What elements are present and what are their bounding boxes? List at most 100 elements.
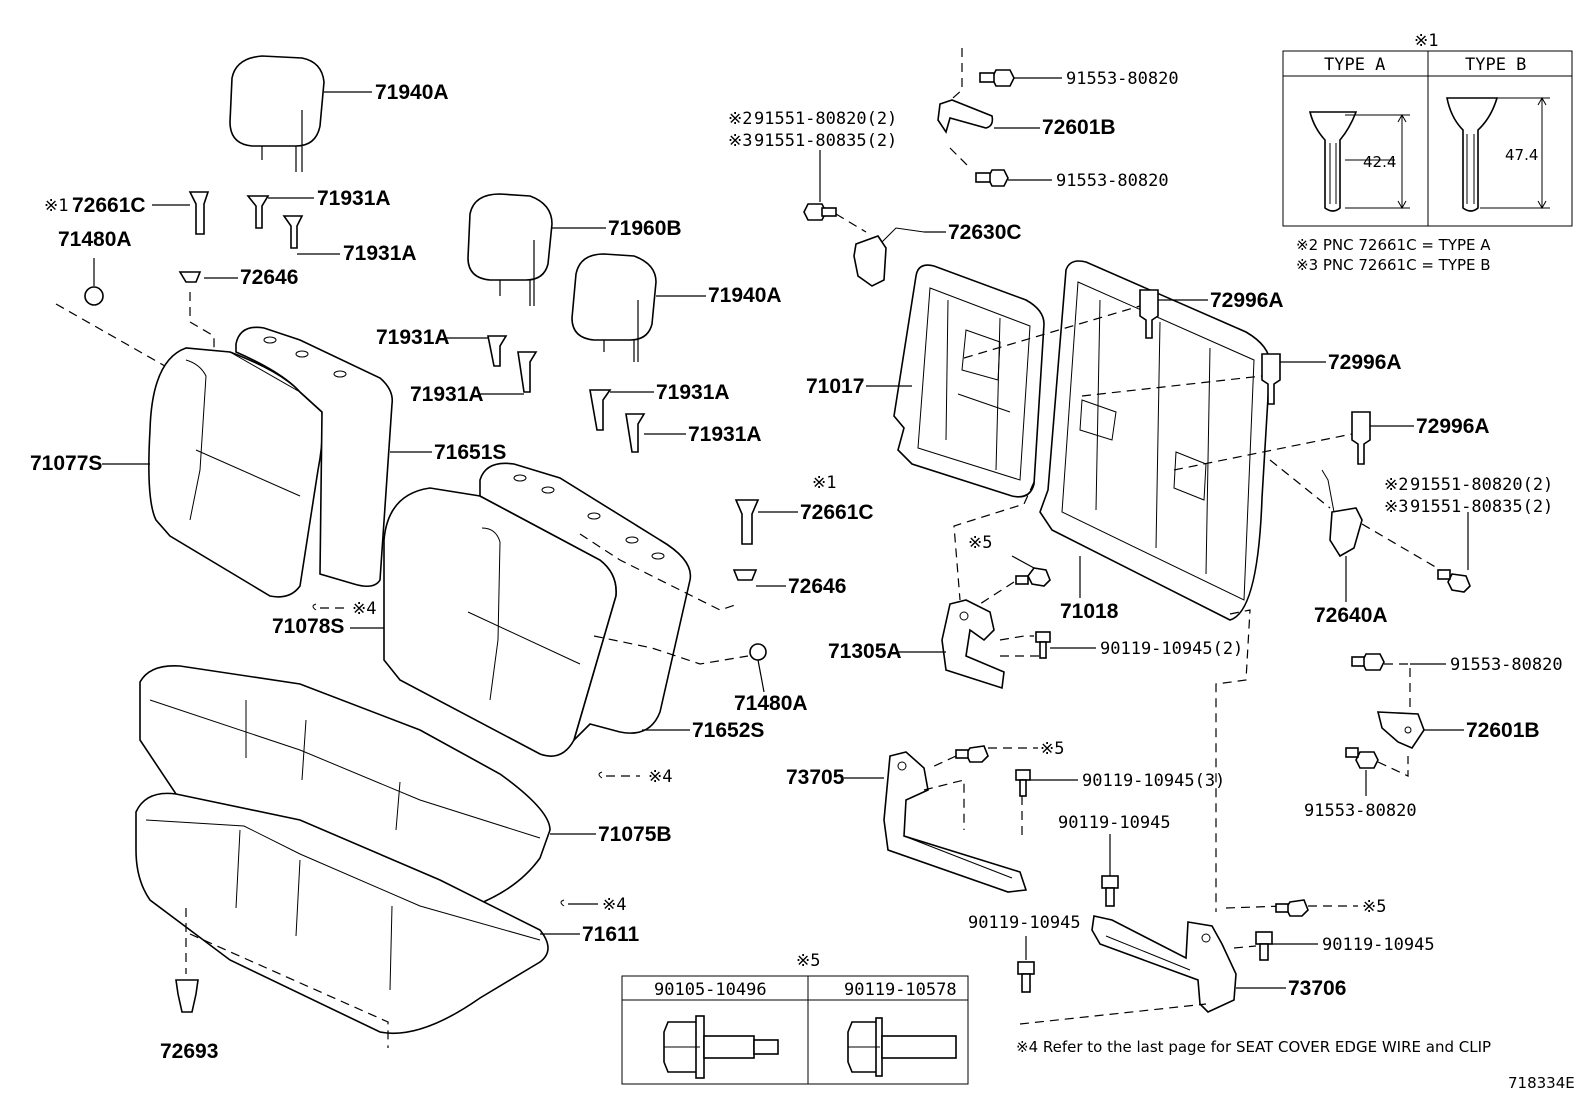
- cap-72646-center: [732, 569, 758, 581]
- latch-72996a-2: [1261, 353, 1281, 405]
- guide-71931a-6: [625, 413, 646, 453]
- label-72996a-3: 72996A: [1416, 415, 1490, 438]
- bolt-90119-a: [1101, 875, 1119, 907]
- label-90119-b: 90119-10945: [968, 913, 1081, 933]
- clip-72661c-left: [188, 191, 210, 235]
- bracket-72601b-top: [937, 99, 994, 134]
- guide-71931a-1: [246, 195, 270, 229]
- mark-1-center: ※1: [812, 473, 836, 493]
- bracket-73706: [1091, 915, 1237, 1013]
- label-91553-2: 91553-80820: [1056, 171, 1169, 191]
- guide-71931a-4: [517, 351, 538, 393]
- seatback-71651s: [235, 326, 394, 588]
- frame-71017: [893, 264, 1045, 498]
- type-a-dimension: 42.4: [1363, 153, 1396, 171]
- label-71078s: 71078S: [272, 615, 344, 638]
- type-table: ※1 TYPE A TYPE B 42.4 47.4: [1282, 31, 1573, 227]
- clip-72661c-center: [734, 499, 760, 545]
- label-72661c-2: 72661C: [800, 501, 874, 524]
- mark-2-b: ※2: [1384, 475, 1408, 495]
- bolt-5-b: [955, 745, 989, 763]
- bolt-91553-top-1: [979, 69, 1015, 87]
- label-71960b: 71960B: [608, 217, 682, 240]
- bolt-5-c: [1275, 899, 1309, 917]
- mark-3-b: ※3: [1384, 497, 1408, 517]
- latch-72996a-1: [1139, 289, 1159, 339]
- note-mark-1: ※1: [1414, 31, 1438, 51]
- bolt-91551-b: [1437, 569, 1471, 593]
- clip-71480a-center: [749, 643, 767, 693]
- label-71940a-1: 71940A: [375, 81, 449, 104]
- label-71075b: 71075B: [598, 823, 672, 846]
- bolt-90119-c: [1255, 931, 1273, 961]
- latch-72996a-3: [1351, 411, 1371, 465]
- label-71931a-4: 71931A: [410, 383, 484, 406]
- mark-1-left: ※1: [44, 196, 68, 216]
- mark-5-a: ※5: [968, 533, 992, 553]
- label-71305a: 71305A: [828, 640, 902, 663]
- note-4: ※4 Refer to the last page for SEAT COVER…: [1016, 1038, 1491, 1056]
- label-91551-80835-b: 91551-80835(2): [1410, 497, 1553, 517]
- label-73705: 73705: [786, 766, 845, 789]
- bolt-90119-b: [1017, 961, 1035, 993]
- label-71931a-6: 71931A: [688, 423, 762, 446]
- bracket-73705: [883, 751, 1028, 893]
- guide-71931a-2: [282, 215, 304, 249]
- label-72996a-2: 72996A: [1328, 351, 1402, 374]
- headrest-71940a-center: [571, 253, 657, 362]
- label-71652s: 71652S: [692, 719, 764, 742]
- bolt-91553-right-1: [1351, 653, 1385, 671]
- label-72601b-1: 72601B: [1042, 116, 1116, 139]
- label-71018: 71018: [1060, 600, 1119, 623]
- label-71480a-1: 71480A: [58, 228, 132, 251]
- mark-3-a: ※3: [728, 131, 752, 151]
- mark-5-d: ※5: [796, 951, 820, 971]
- bracket-72601b-right: [1376, 711, 1425, 749]
- frame-71018: [1039, 260, 1271, 621]
- note-type-a: ※2 PNC 72661C = TYPE A: [1296, 236, 1491, 254]
- bolt-91553-top-2: [975, 169, 1009, 187]
- label-71077s: 71077S: [30, 452, 102, 475]
- label-72693: 72693: [160, 1040, 218, 1063]
- mark-4-b: ※4: [648, 767, 672, 787]
- clip-71480a-left: [84, 258, 104, 306]
- label-91551-80835-a: 91551-80835(2): [754, 131, 897, 151]
- label-72630c: 72630C: [948, 221, 1022, 244]
- label-91553-4: 91553-80820: [1304, 801, 1417, 821]
- label-91551-80820-b: 91551-80820(2): [1410, 475, 1553, 495]
- guide-71931a-5: [589, 389, 612, 431]
- label-73706: 73706: [1288, 977, 1346, 1000]
- label-91553-3: 91553-80820: [1450, 655, 1563, 675]
- label-72646-1: 72646: [240, 266, 298, 289]
- bolt-90119-3: [1015, 769, 1031, 797]
- label-91553-1: 91553-80820: [1066, 69, 1179, 89]
- label-90119-c: 90119-10945: [1322, 935, 1435, 955]
- bolt-91551-a: [803, 203, 837, 221]
- bolt-table: 90105-10496 90119-10578: [621, 975, 969, 1085]
- seatback-71652s: [479, 462, 692, 741]
- bracket-71305a: [941, 599, 1005, 690]
- guide-71931a-3: [487, 335, 508, 367]
- note-type-b: ※3 PNC 72661C = TYPE B: [1296, 256, 1491, 274]
- headrest-71940a-left: [229, 55, 325, 172]
- label-71480a-2: 71480A: [734, 692, 808, 715]
- type-a-header: TYPE A: [1324, 55, 1385, 75]
- label-71017: 71017: [806, 375, 864, 398]
- label-72661c-1: 72661C: [72, 194, 146, 217]
- bolt-table-col2: 90119-10578: [844, 980, 957, 1000]
- type-b-dimension: 47.4: [1505, 146, 1538, 164]
- mark-5-b: ※5: [1040, 739, 1064, 759]
- label-71931a-5: 71931A: [656, 381, 730, 404]
- bolt-5-a: [1015, 567, 1051, 587]
- seat-cushion-71611: [135, 792, 549, 1035]
- bolt-91553-right-2: [1345, 747, 1379, 769]
- label-72996a-1: 72996A: [1210, 289, 1284, 312]
- label-91551-80820-a: 91551-80820(2): [754, 109, 897, 129]
- hinge-72630c: [853, 227, 925, 287]
- headrest-71960b: [467, 193, 553, 306]
- label-71651s: 71651S: [434, 441, 506, 464]
- mark-2-a: ※2: [728, 109, 752, 129]
- type-b-header: TYPE B: [1465, 55, 1526, 75]
